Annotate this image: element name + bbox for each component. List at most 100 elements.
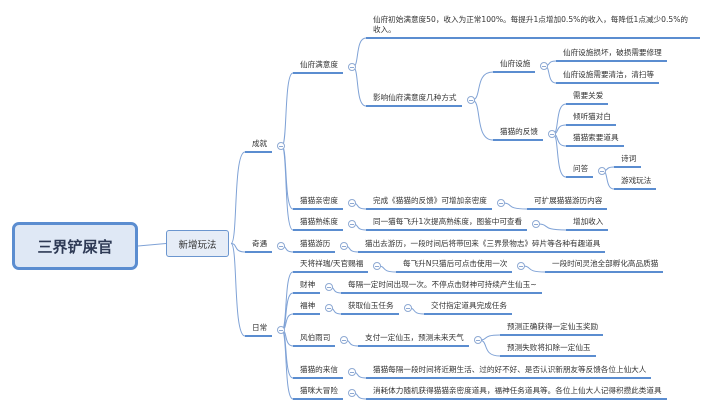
- collapse-icon[interactable]: [496, 199, 505, 207]
- collapse-icon[interactable]: [325, 283, 334, 291]
- collapse-icon[interactable]: [598, 167, 607, 175]
- collapse-icon[interactable]: [277, 142, 286, 150]
- connector-line: [281, 145, 294, 231]
- topic-sheshi-2[interactable]: 仙府设施需要清洁，清扫等: [556, 70, 660, 84]
- topic-fengbo-2[interactable]: 预测正确获得一定仙玉奖励: [500, 322, 604, 336]
- topic-label: 支付一定仙玉，预测未来天气: [365, 333, 464, 342]
- topic-maoxian[interactable]: 猫咪大冒险: [293, 386, 356, 400]
- collapse-icon[interactable]: [340, 242, 349, 250]
- topic-laixin-1[interactable]: 猫猫每隔一段时间将近期生活、过的好不好、是否认识新朋友等反馈各位上仙大人: [366, 365, 652, 379]
- connector-line: [501, 202, 528, 210]
- connector-line: [471, 99, 494, 141]
- collapse-icon[interactable]: [347, 220, 356, 228]
- topic-fankui-3[interactable]: 猫猫索要道具: [566, 133, 624, 147]
- topic-chengjiu[interactable]: 成就: [245, 139, 286, 153]
- collapse-icon[interactable]: [277, 326, 286, 334]
- topic-qinmidu-1[interactable]: 完成《猫猫的反馈》可增加亲密度: [366, 196, 505, 210]
- topic-shulian[interactable]: 猫猫熟练度: [293, 217, 356, 231]
- topic-fushen[interactable]: 福神: [293, 301, 334, 315]
- connector-line: [536, 223, 567, 231]
- topic-label: 日常: [252, 323, 268, 332]
- topic-label: 猫猫索要道具: [573, 133, 619, 142]
- connector-line: [352, 37, 367, 68]
- topic-label: 问答: [573, 164, 589, 173]
- topic-fankui-1[interactable]: 需要关爱: [566, 91, 609, 105]
- topic-label: 猫猫每隔一段时间将近期生活、过的好不好、是否认识新朋友等反馈各位上仙大人: [373, 365, 647, 374]
- collapse-icon[interactable]: [347, 199, 356, 207]
- collapse-icon[interactable]: [325, 304, 334, 312]
- topic-qinmidu[interactable]: 猫猫亲密度: [293, 196, 356, 210]
- topic-wenda-1[interactable]: 诗词: [614, 154, 642, 168]
- topic-tianjiang-1[interactable]: 每飞升N只猫后可点击使用一次: [396, 259, 526, 273]
- collapse-icon[interactable]: [517, 262, 526, 270]
- topic-shulian-2[interactable]: 增加收入: [566, 217, 609, 231]
- topic-youli-1[interactable]: 猫出去游历，一段时间后将带回来《三界景物志》碎片等各种有趣道具: [358, 239, 606, 253]
- collapse-icon[interactable]: [403, 304, 412, 312]
- collapse-icon[interactable]: [547, 130, 556, 138]
- topic-qinmidu-2[interactable]: 可扩展猫猫游历内容: [527, 196, 608, 210]
- collapse-icon[interactable]: [532, 220, 541, 228]
- topic-caishen[interactable]: 财神: [293, 280, 334, 294]
- topic-wenda-2[interactable]: 游戏玩法: [614, 176, 657, 190]
- topic-tianjiang[interactable]: 天将祥瑞/天官赐福: [293, 259, 382, 273]
- topic-tianjiang-2[interactable]: 一段时间灵池全部孵化高品质猫: [545, 259, 664, 273]
- root-topic[interactable]: 三界铲屎官: [12, 222, 138, 270]
- topic-label: 猫猫游历: [300, 239, 331, 248]
- topic-youli[interactable]: 猫猫游历: [293, 239, 349, 253]
- connector-line: [281, 145, 294, 210]
- collapse-icon[interactable]: [347, 63, 356, 71]
- topic-label: 猫咪大冒险: [300, 386, 338, 395]
- collapse-icon[interactable]: [473, 336, 482, 344]
- topic-label: 奇遇: [252, 239, 268, 248]
- topic-label: 一段时间灵池全部孵化高品质猫: [552, 259, 659, 268]
- topic-label: 倾听猫对白: [573, 112, 611, 121]
- collapse-icon[interactable]: [340, 336, 349, 344]
- topic-label: 完成《猫猫的反馈》可增加亲密度: [373, 196, 487, 205]
- topic-label: 预测正确获得一定仙玉奖励: [507, 322, 599, 331]
- topic-label: 仙府初始满意度50，收入为正常100%。每提升1点增加0.5%的收入，每降低1点…: [373, 15, 689, 34]
- topic-qiyu[interactable]: 奇遇: [245, 239, 286, 253]
- topic-fankui[interactable]: 猫猫的反馈: [493, 127, 556, 141]
- topic-manyidu-desc[interactable]: 仙府初始满意度50，收入为正常100%。每提升1点增加0.5%的收入，每降低1点…: [366, 15, 700, 39]
- topic-caishen-1[interactable]: 每隔一定时间出现一次。不停点击财神可持续产生仙玉~: [341, 280, 542, 294]
- connector-line: [478, 334, 501, 341]
- topic-sheshi-1[interactable]: 仙府设施损坏，破损需要修理: [556, 48, 667, 62]
- topic-label: 增加收入: [573, 217, 604, 226]
- topic-fengbo-1[interactable]: 支付一定仙玉，预测未来天气: [358, 333, 482, 347]
- topic-fengbo[interactable]: 风伯雨司: [293, 333, 349, 347]
- collapse-icon[interactable]: [373, 262, 382, 270]
- main-topic[interactable]: 新增玩法: [166, 230, 229, 257]
- collapse-icon[interactable]: [277, 242, 286, 250]
- topic-xianfu-sheshi[interactable]: 仙府设施: [493, 59, 549, 73]
- collapse-icon[interactable]: [540, 62, 549, 70]
- connector-line: [478, 339, 501, 357]
- connector-line: [137, 243, 167, 247]
- collapse-icon[interactable]: [347, 368, 356, 376]
- topic-fushen-2[interactable]: 交付指定道具完成任务: [424, 301, 512, 315]
- topic-fengbo-3[interactable]: 预测失败将扣除一定仙玉: [500, 343, 596, 357]
- connector-line: [352, 66, 367, 107]
- topic-xianfu-manyidu[interactable]: 仙府满意度: [293, 60, 356, 74]
- topic-label: 影响仙府满意度几种方式: [373, 93, 457, 102]
- topic-label: 诗词: [621, 154, 637, 163]
- topic-label: 福神: [300, 301, 316, 310]
- collapse-icon[interactable]: [466, 96, 475, 104]
- collapse-icon[interactable]: [347, 389, 356, 397]
- topic-yingxiang[interactable]: 影响仙府满意度几种方式: [366, 93, 475, 107]
- connector-line: [230, 243, 246, 337]
- connector-line: [281, 329, 294, 400]
- topic-label: 猫出去游历，一段时间后将带回来《三界景物志》碎片等各种有趣道具: [365, 239, 601, 248]
- topic-shulian-1[interactable]: 同一猫每飞升1次提高熟练度，图鉴中可查看: [366, 217, 541, 231]
- topic-richang[interactable]: 日常: [245, 323, 286, 337]
- topic-label: 需要关爱: [573, 91, 604, 100]
- topic-laixin[interactable]: 猫猫的来信: [293, 365, 356, 379]
- topic-label: 可扩展猫猫游历内容: [534, 196, 603, 205]
- topic-wenda[interactable]: 问答: [566, 164, 607, 178]
- topic-label: 财神: [300, 280, 316, 289]
- topic-fushen-1[interactable]: 获取仙玉任务: [341, 301, 412, 315]
- main-topic-label: 新增玩法: [178, 239, 217, 251]
- topic-label: 同一猫每飞升1次提高熟练度，图鉴中可查看: [373, 217, 523, 226]
- topic-label: 仙府设施: [500, 59, 531, 68]
- topic-fankui-2[interactable]: 倾听猫对白: [566, 112, 616, 126]
- topic-maoxian-1[interactable]: 消耗体力随机获得猫猫亲密度道具，福神任务道具等。各位上仙大人记得积攒此类道具: [366, 386, 667, 400]
